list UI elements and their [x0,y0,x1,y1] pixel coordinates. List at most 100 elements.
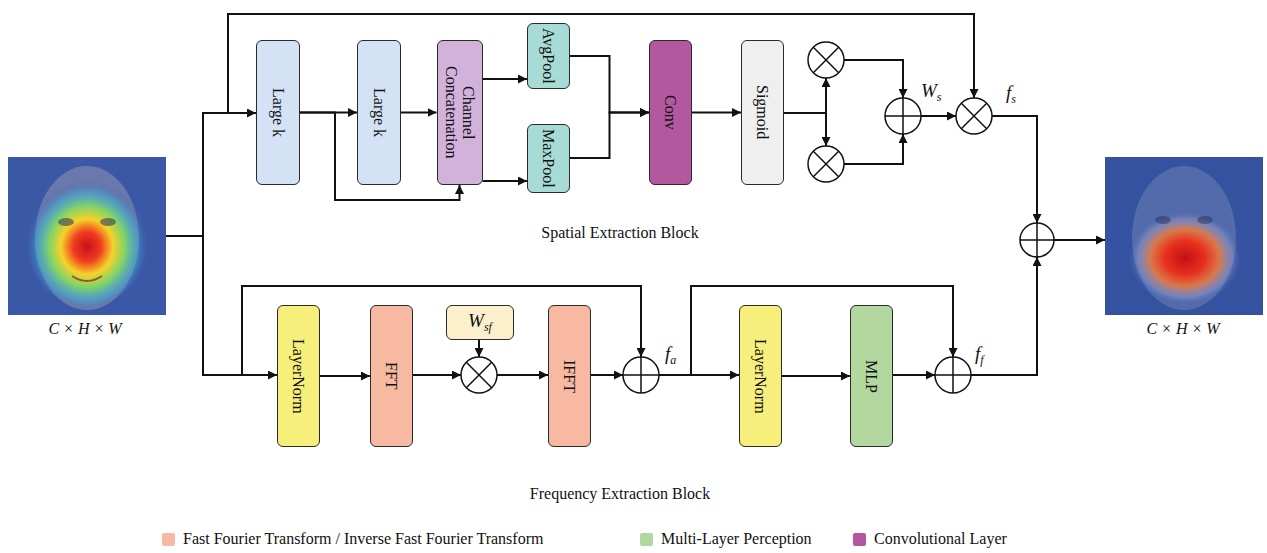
flow-arrow [570,56,649,113]
heatmap-output [1197,216,1213,224]
flow-arrow [401,112,437,114]
legend-item: Fast Fourier Transform / Inverse Fast Fo… [162,530,543,548]
block-panel: Spatial Extraction BlockLarge kLarge kCh… [212,6,1028,217]
dimension-label: C × H × W [15,320,155,338]
multiply-symbol [961,103,986,128]
heatmap-input [8,157,166,315]
legend-text: Multi-Layer Perception [661,530,812,548]
flow-line [228,14,974,113]
flow-line [992,116,1037,223]
legend-swatch [640,533,653,546]
flow-arrow [570,113,649,159]
flow-line [659,374,739,376]
module-box: MaxPool [527,124,570,193]
module-box: IFFT [548,305,591,447]
flow-line [591,374,623,376]
legend-swatch [162,533,175,546]
module-box: Large k [256,40,300,185]
heatmap-output [1105,157,1263,315]
multiply-symbol [461,357,497,393]
add-symbol [623,357,659,393]
weight-label: Wsf [468,310,492,334]
dimension-label: C × H × W [1113,320,1253,338]
flow-line [497,374,548,376]
module-box: FFT [370,305,413,447]
flow-line [784,78,826,113]
multiply-symbol [808,146,844,182]
multiply-symbol [466,362,491,387]
multiply-symbol [956,98,992,134]
flow-arrow [692,112,741,114]
module-box: Large k [357,40,401,185]
heatmap-input [8,157,166,315]
add-symbol [623,357,659,393]
flow-line [166,113,256,236]
multiply-symbol [461,42,992,393]
module-box: MLP [850,305,893,447]
heatmap-output [1155,216,1171,224]
module-box: LayerNorm [277,305,320,447]
flow-line [921,115,956,117]
module-box: LayerNorm [739,305,782,447]
module-label: FFT [383,362,401,390]
add-symbol [885,98,921,134]
add-symbol [935,357,971,393]
legend-swatch [853,533,866,546]
weight-box: Wsf [446,305,514,340]
module-label: LayerNorm [290,339,308,414]
module-label: MLP [863,360,881,393]
panel-ground [212,268,1028,478]
module-label: IFFT [561,360,579,393]
flow-arrow [483,180,528,182]
flow-line [691,286,953,375]
flow-line [844,60,903,98]
heatmap-input [100,218,116,226]
flow-arrow [782,375,850,377]
module-box: Channel Concatenation [437,40,483,185]
module-box: Sigmoid [741,40,784,185]
signal-label: fa [665,343,676,367]
add-symbol [885,98,921,134]
module-label: Large k [269,88,287,137]
module-label: LayerNorm [752,339,770,414]
multiply-symbol [808,42,844,78]
signal-label: ff [975,343,984,367]
flow-arrow [320,375,370,377]
block-title: Spatial Extraction Block [212,223,1028,242]
legend-item: Convolutional Layer [853,530,1007,548]
heatmap-output [1105,157,1263,315]
signal-label: Ws [921,80,942,104]
panel-ground [212,6,1028,217]
module-label: Large k [370,88,388,137]
legend-item: Multi-Layer Perception [640,530,812,548]
add-symbol [1020,223,1054,257]
add-symbol [935,357,971,393]
module-label: Sigmoid [754,85,772,139]
block-title: Frequency Extraction Block [212,484,1028,503]
multiply-symbol [813,47,838,72]
flow-line [844,134,903,164]
module-label: Conv [662,95,680,130]
heatmap-input [25,174,149,306]
flow-line [1054,239,1105,241]
flow-line [825,113,827,146]
block-panel: Frequency Extraction BlockLayerNormFFTWs… [212,268,1028,478]
module-box: Conv [649,40,692,185]
signal-label: fs [1006,82,1016,106]
legend-text: Fast Fourier Transform / Inverse Fast Fo… [183,530,543,548]
flow-line [971,257,1037,375]
flow-line [893,374,935,376]
add-symbol [1020,223,1054,257]
module-box: AvgPool [527,23,570,89]
legend-text: Convolutional Layer [874,530,1007,548]
heatmap-output [1127,210,1243,306]
heatmap-input [72,276,102,281]
module-label: AvgPool [540,28,558,84]
flow-line [413,374,461,376]
flow-line [203,236,277,375]
module-label: MaxPool [540,129,558,188]
module-label: Channel Concatenation [442,53,477,173]
